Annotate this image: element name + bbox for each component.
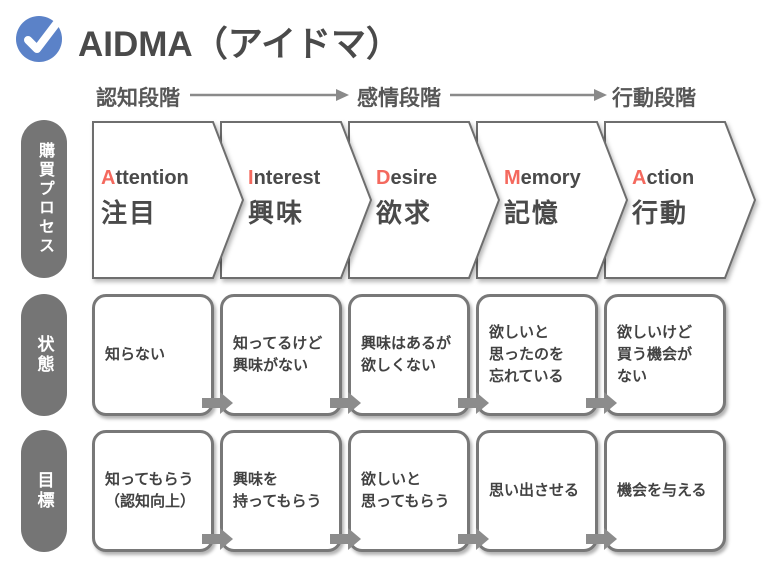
next-arrow-icon <box>202 392 233 414</box>
goal-card-4: 思い出させる <box>476 430 598 552</box>
process-step-interest: Interest 興味 <box>220 121 372 279</box>
stage-label-cognition: 認知段階 <box>96 87 180 110</box>
stage-label-emotion: 感情段階 <box>357 87 441 110</box>
row-label-purchase-process: 購買プロセス <box>21 120 67 278</box>
check-circle-icon <box>16 16 62 62</box>
step-en-label: Attention <box>101 167 189 190</box>
next-arrow-icon <box>586 528 617 550</box>
stage-arrow-icon <box>450 89 607 101</box>
step-en-label: Interest <box>248 167 321 190</box>
state-card-3: 興味はあるが 欲しくない <box>348 294 470 416</box>
state-card-1: 知らない <box>92 294 214 416</box>
page-title: AIDMA（アイドマ） <box>78 25 401 64</box>
step-ja-label: 欲求 <box>376 198 433 229</box>
process-step-action: Action 行動 <box>604 121 756 279</box>
step-ja-label: 興味 <box>248 198 305 229</box>
goal-card-text: 思い出させる <box>489 482 580 500</box>
step-ja-label: 記憶 <box>504 198 561 229</box>
step-en-label: Desire <box>376 167 438 190</box>
step-ja-label: 注目 <box>101 198 158 229</box>
goal-card-3: 欲しいと 思ってもらう <box>348 430 470 552</box>
state-card-2: 知ってるけど 興味がない <box>220 294 342 416</box>
next-arrow-icon <box>458 528 489 550</box>
next-arrow-icon <box>202 528 233 550</box>
state-card-text: 知ってるけど 興味がない <box>233 335 323 374</box>
goal-card-1: 知ってもらう （認知向上） <box>92 430 214 552</box>
row-label-goal: 目標 <box>21 430 67 552</box>
goal-card-text: 機会を与える <box>617 482 707 500</box>
next-arrow-icon <box>330 392 361 414</box>
goal-card-text: 知ってもらう （認知向上） <box>105 471 196 510</box>
state-card-4: 欲しいと 思ったのを 忘れている <box>476 294 598 416</box>
step-en-label: Action <box>632 167 695 190</box>
state-card-text: 知らない <box>105 346 166 364</box>
goal-card-text: 興味を 持ってもらう <box>233 471 322 510</box>
process-step-memory: Memory 記憶 <box>476 121 628 279</box>
step-ja-label: 行動 <box>632 198 689 229</box>
chevron-shape <box>92 121 244 279</box>
state-card-text: 欲しいと 思ったのを 忘れている <box>489 324 565 385</box>
next-arrow-icon <box>458 392 489 414</box>
goal-card-text: 欲しいと 思ってもらう <box>361 471 450 510</box>
state-card-text: 興味はあるが 欲しくない <box>361 335 452 374</box>
row-label-state: 状態 <box>21 294 67 416</box>
stage-label-action: 行動段階 <box>612 87 696 110</box>
stage-arrow-icon <box>190 89 349 101</box>
next-arrow-icon <box>586 392 617 414</box>
process-step-attention: Attention 注目 <box>92 121 244 279</box>
state-card-5: 欲しいけど 買う機会が ない <box>604 294 726 416</box>
goal-card-2: 興味を 持ってもらう <box>220 430 342 552</box>
next-arrow-icon <box>330 528 361 550</box>
step-en-label: Memory <box>504 167 581 190</box>
state-card-text: 欲しいけど 買う機会が ない <box>617 324 693 385</box>
goal-card-5: 機会を与える <box>604 430 726 552</box>
